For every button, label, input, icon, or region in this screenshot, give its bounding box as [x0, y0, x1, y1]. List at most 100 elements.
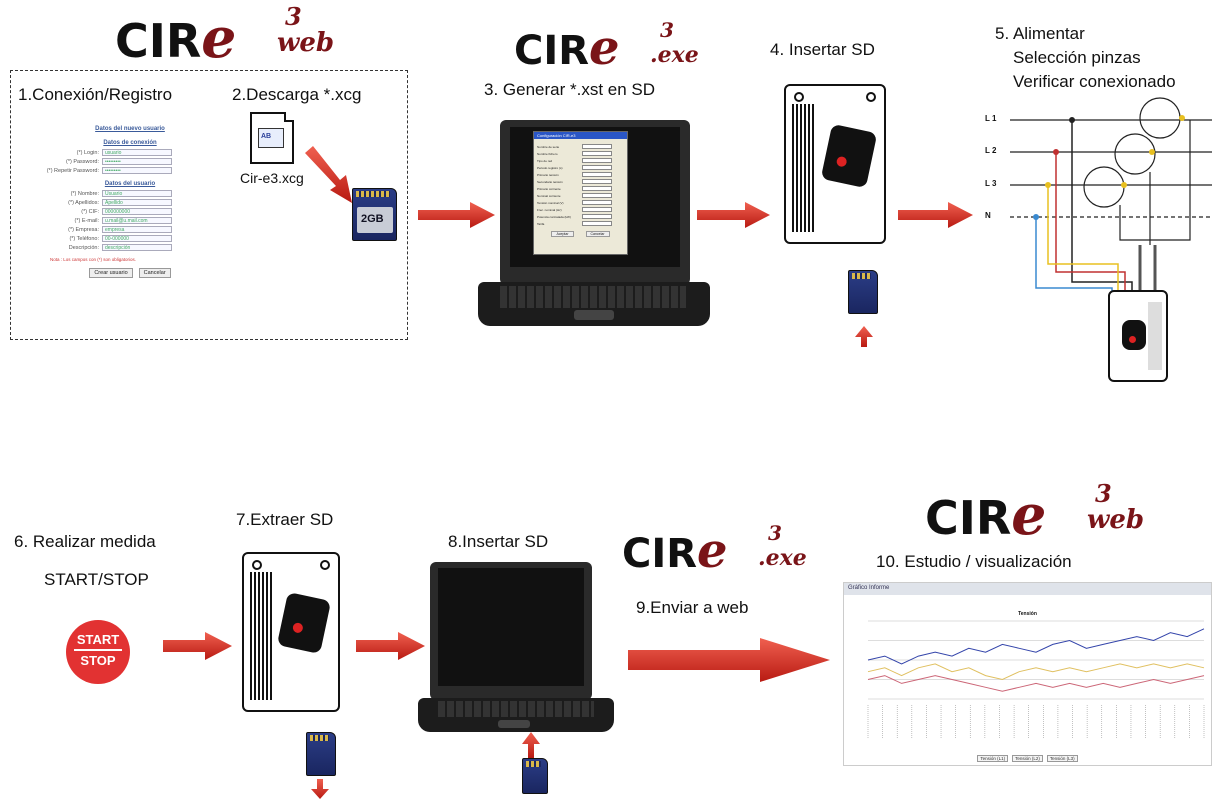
form-row: (*) Nombre:Usuario	[30, 189, 210, 198]
form-label: (*) Apellidos:	[68, 199, 99, 206]
dialog-row: Nominal corriente	[534, 192, 627, 199]
dialog-input[interactable]	[582, 179, 612, 184]
dialog-label: Tensión nominal (V)	[537, 200, 564, 205]
arrow-right	[628, 638, 830, 682]
legend-item-2[interactable]: Tensión (L3)	[1046, 755, 1078, 762]
start-stop-button[interactable]: START STOP	[66, 620, 130, 684]
user-input-3[interactable]: u.mail@u.mail.com	[102, 217, 172, 224]
arrow-right	[697, 202, 770, 228]
registration-form: Datos del nuevo usuario Datos de conexió…	[30, 126, 210, 278]
step-8-label: 8.Insertar SD	[448, 532, 549, 551]
series-line-0	[867, 628, 1205, 665]
arrow-up	[522, 732, 540, 758]
step-6-label: 6. Realizar medida	[14, 532, 156, 551]
arrow-right	[418, 202, 495, 228]
dialog-input[interactable]	[582, 158, 612, 163]
xcg-file-icon: AB	[250, 112, 294, 164]
user-input-1[interactable]: Apellido	[102, 199, 172, 206]
dialog-row: Primario corriente	[534, 185, 627, 192]
phase-label-l2: L 2	[985, 146, 997, 155]
step-7-label: 7.Extraer SD	[236, 510, 334, 529]
conn-input-1[interactable]: •••••••••	[102, 158, 172, 165]
dialog-row: Secundario tensión	[534, 178, 627, 185]
phase-label-l1: L 1	[985, 114, 997, 123]
form-label: (*) Repetir Password:	[46, 167, 99, 174]
arrow-up	[855, 326, 873, 347]
form-note: Nota : Los campos con (*) son obligatori…	[50, 257, 137, 262]
dialog-row: Tipo de red	[534, 157, 627, 164]
dialog-accept-button[interactable]: Aceptar	[551, 231, 574, 237]
user-input-4[interactable]: empresa	[102, 226, 172, 233]
arrow-right	[163, 632, 232, 660]
dialog-label: Primario tensión	[537, 172, 559, 177]
chart-title: Tensión	[1018, 611, 1037, 617]
dialog-label: Periodo registro (s)	[537, 165, 563, 170]
dialog-input[interactable]	[582, 207, 612, 212]
user-input-0[interactable]: Usuario	[102, 190, 172, 197]
form-label: (*) CIF:	[81, 208, 99, 215]
create-user-button[interactable]: Crear usuario	[89, 268, 133, 278]
conn-input-0[interactable]: usuario	[102, 149, 172, 156]
user-heading: Datos del usuario	[104, 181, 156, 187]
step-5-verify: Verificar conexionado	[1013, 72, 1176, 91]
form-row: (*) CIF:000000000	[30, 207, 210, 216]
phase-label-l3: L 3	[985, 179, 997, 188]
dialog-input[interactable]	[582, 214, 612, 219]
dialog-cancel-button[interactable]: Cancelar	[585, 231, 610, 237]
dialog-row: Tarifa	[534, 220, 627, 227]
dialog-label: Nombre de serie	[537, 144, 560, 149]
form-row: (*) E-mail:u.mail@u.mail.com	[30, 216, 210, 225]
dialog-input[interactable]	[582, 151, 612, 156]
dialog-input[interactable]	[582, 193, 612, 198]
cancel-button[interactable]: Cancelar	[138, 268, 171, 278]
logo-cire3-exe: CIRe 3 .exe	[514, 18, 699, 76]
dialog-input[interactable]	[582, 172, 612, 177]
legend-item-1[interactable]: Tensión (L2)	[1012, 755, 1043, 762]
registration-area	[10, 70, 408, 340]
chart-header: Gráfico Informe	[844, 583, 1211, 595]
user-input-6[interactable]: descripción	[102, 244, 172, 251]
dialog-input[interactable]	[582, 186, 612, 191]
xcg-file-name: Cir-e3.xcg	[240, 170, 304, 186]
legend-item-0[interactable]: Tensión (L1)	[977, 755, 1009, 762]
user-input-2[interactable]: 000000000	[102, 208, 172, 215]
logo-cire3-web-2: CIRe 3 web	[925, 479, 1145, 548]
dialog-label: Potencia contratada (kW)	[537, 214, 571, 219]
dialog-row: Tensión nominal (V)	[534, 199, 627, 206]
dialog-input[interactable]	[582, 200, 612, 205]
form-title: Datos del nuevo usuario	[95, 126, 165, 132]
sd-card: 2GB	[352, 188, 397, 241]
dialog-input[interactable]	[582, 144, 612, 149]
dialog-label: Frec. nominal (Hz)	[537, 207, 562, 212]
conn-heading: Datos de conexión	[103, 140, 157, 146]
dialog-title: Configuración CIR-e3	[534, 132, 627, 139]
sd-card-extract	[306, 732, 336, 776]
step-3-label: 3. Generar *.xst en SD	[484, 80, 656, 99]
conn-input-2[interactable]: •••••••••	[102, 167, 172, 174]
series-line-2	[867, 675, 1205, 692]
form-label: Descripción:	[68, 244, 99, 251]
step-1-label: 1.Conexión/Registro	[18, 85, 173, 104]
sd-card-laptop	[522, 758, 548, 794]
web-chart-screenshot: Gráfico Informe Tensión Tensión (L1)Tens…	[843, 582, 1212, 766]
chart-legend: Tensión (L1)Tensión (L2)Tensión (L3)	[844, 755, 1211, 762]
cire3-device-extract	[242, 552, 340, 712]
dialog-row: Primario tensión	[534, 171, 627, 178]
dialog-row: Nombre de serie	[534, 143, 627, 150]
dialog-label: Primario corriente	[537, 186, 561, 191]
dialog-row: Periodo registro (s)	[534, 164, 627, 171]
cire3-device	[784, 84, 886, 244]
user-input-5[interactable]: 00-000000	[102, 235, 172, 242]
dialog-label: Tipo de red	[537, 158, 553, 163]
dialog-input[interactable]	[582, 221, 612, 226]
arrow-down	[311, 779, 329, 799]
dialog-input[interactable]	[582, 165, 612, 170]
step-9-label: 9.Enviar a web	[636, 598, 749, 617]
form-row: (*) Teléfono:00-000000	[30, 234, 210, 243]
form-label: (*) Password:	[65, 158, 99, 165]
dialog-label: Nombre fichero	[537, 151, 558, 156]
form-label: (*) E-mail:	[74, 217, 99, 224]
form-row: (*) Login:usuario	[30, 148, 210, 157]
logo-cire3-web: CIRe 3 web	[115, 2, 335, 71]
